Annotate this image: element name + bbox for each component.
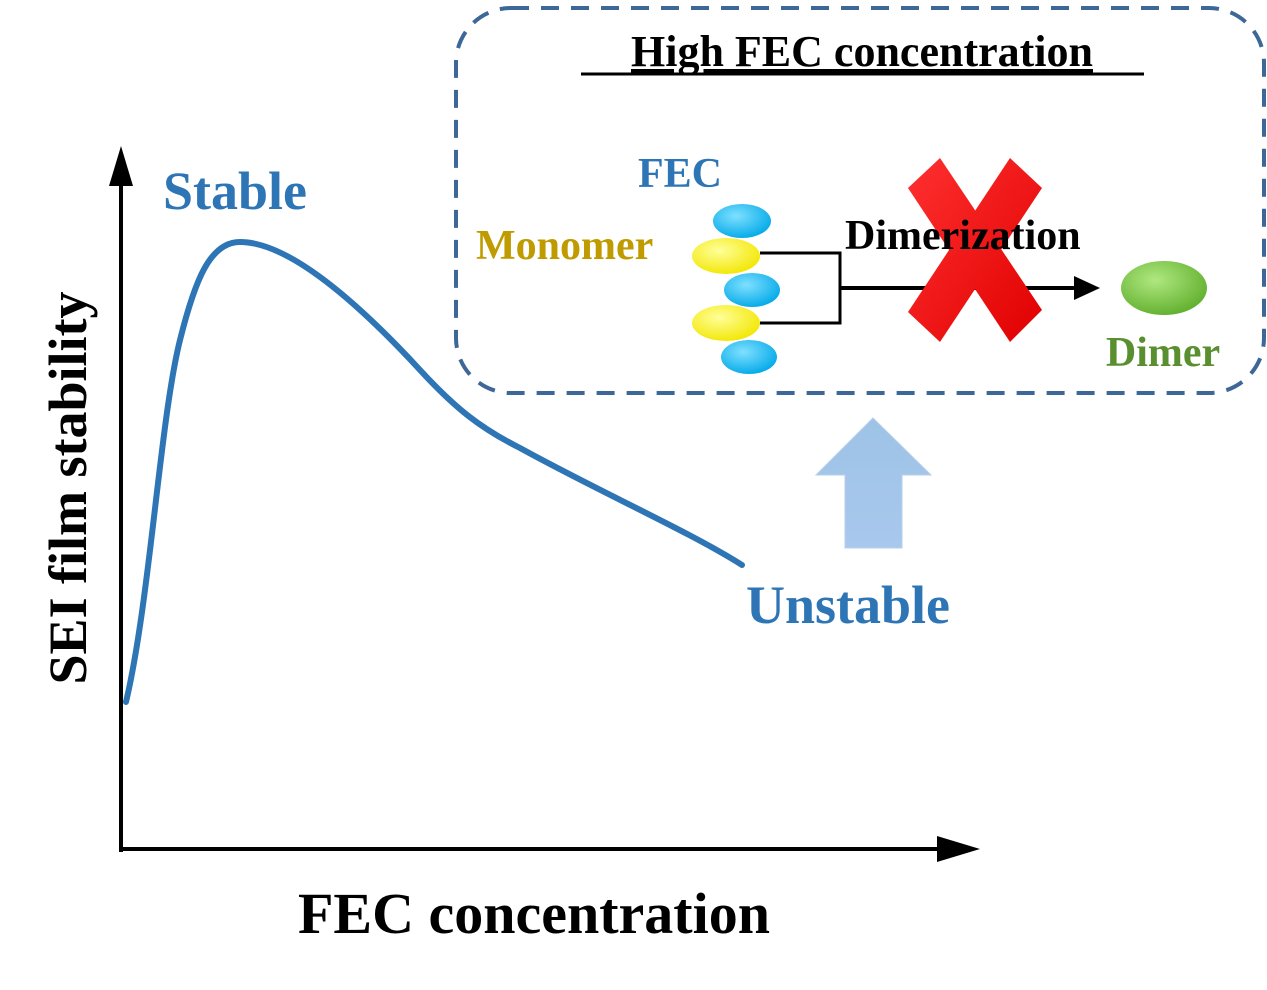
monomer-label: Monomer xyxy=(476,223,653,269)
y-axis-label: SEI film stability xyxy=(38,291,98,684)
fec-molecule xyxy=(724,273,780,307)
stability-curve xyxy=(123,238,745,705)
monomer-molecule xyxy=(692,305,760,341)
blocked-cross-icon xyxy=(908,158,1042,342)
dimerization-label: Dimerization xyxy=(845,213,1081,259)
fec-molecule xyxy=(721,340,777,374)
dimerization-arrowhead xyxy=(1074,276,1100,300)
fec-molecule xyxy=(713,204,771,238)
fec-label: FEC xyxy=(638,151,722,197)
inset-title: High FEC concentration xyxy=(631,27,1093,76)
dimer-molecule xyxy=(1121,261,1207,315)
monomer-molecule xyxy=(692,238,760,274)
x-axis-arrowhead xyxy=(937,836,980,862)
dimer-label: Dimer xyxy=(1106,330,1220,376)
y-axis-arrowhead xyxy=(109,146,133,186)
up-arrow-icon xyxy=(814,417,933,549)
x-axis-label: FEC concentration xyxy=(298,881,770,946)
stable-label: Stable xyxy=(163,161,307,221)
unstable-label: Unstable xyxy=(746,575,950,635)
